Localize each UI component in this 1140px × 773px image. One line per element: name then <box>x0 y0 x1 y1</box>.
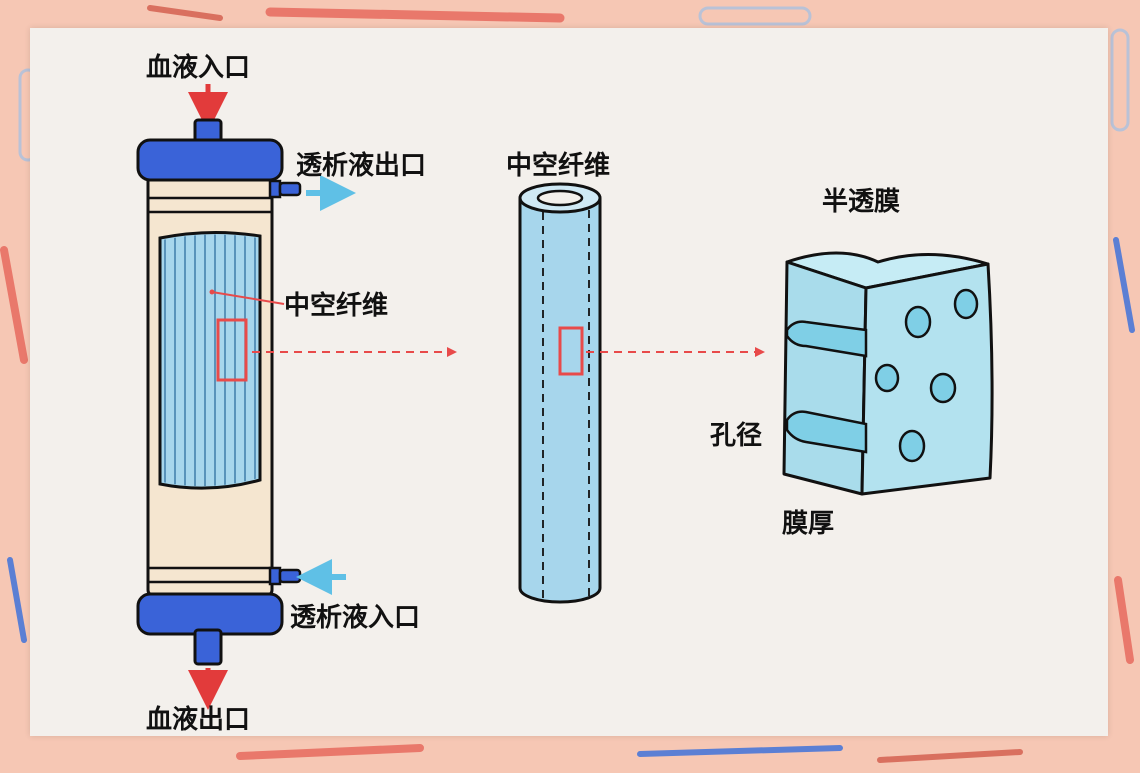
dialyzer-cartridge <box>136 84 356 710</box>
hollow-fiber-tube <box>518 182 602 604</box>
hollow-fiber-title: 中空纤维 <box>506 150 610 181</box>
membrane-thickness-label: 膜厚 <box>782 509 834 539</box>
blood-inlet-label: 血液入口 <box>146 53 250 83</box>
blood-outlet-label: 血液出口 <box>146 705 250 735</box>
dialysate-outlet-port <box>268 179 302 199</box>
fiber-zoom-marker <box>558 326 584 376</box>
hollow-fiber-callout-line <box>211 291 285 305</box>
hollow-fiber-callout-label: 中空纤维 <box>284 290 388 321</box>
dialysate-inlet-port <box>268 566 302 586</box>
dialysate-outlet-label: 透析液出口 <box>296 151 426 181</box>
membrane-block <box>782 251 994 496</box>
zoom-marker-box <box>216 318 248 382</box>
bottom-cap <box>136 592 284 636</box>
pore-diameter-label: 孔径 <box>710 421 762 451</box>
pore-channel-lower <box>785 410 868 454</box>
membrane-pores <box>874 288 979 463</box>
pore-channel-upper <box>785 320 868 358</box>
top-cap <box>136 138 284 182</box>
membrane-title: 半透膜 <box>822 187 900 217</box>
dialysate-inlet-label: 透析液入口 <box>290 603 420 633</box>
bottom-nozzle <box>193 628 223 666</box>
